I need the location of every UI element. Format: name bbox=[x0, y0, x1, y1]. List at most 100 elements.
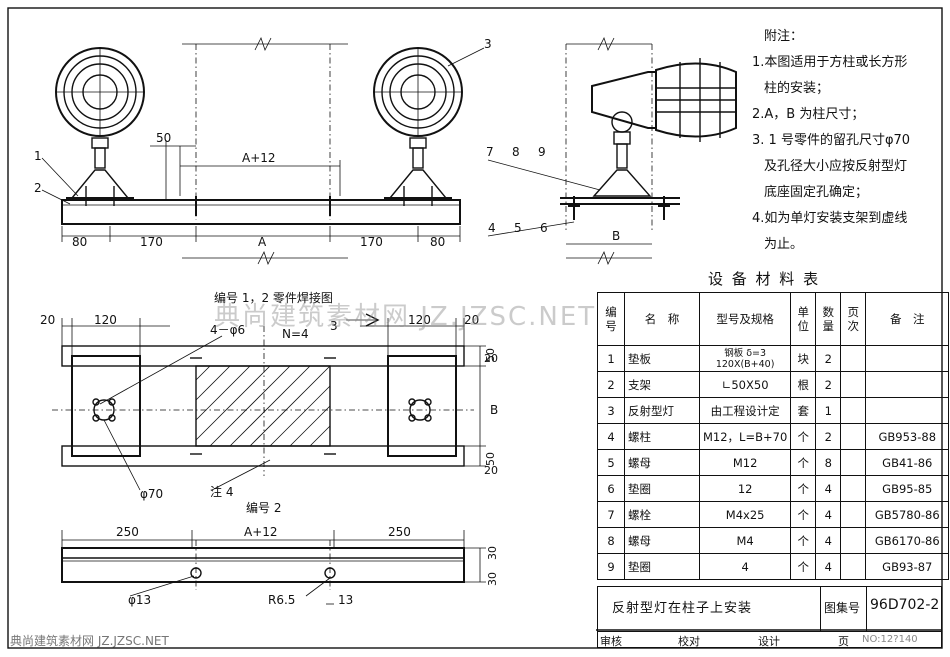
cell-page bbox=[840, 527, 867, 554]
cell-remark bbox=[865, 345, 950, 372]
th-no: 编号 bbox=[597, 292, 625, 346]
cell-spec: ∟50X50 bbox=[698, 371, 792, 398]
cell-no: 1 bbox=[597, 345, 625, 372]
cell-page bbox=[840, 423, 867, 450]
weld-n-label: N=4 bbox=[282, 327, 309, 341]
cell-no: 4 bbox=[597, 423, 625, 450]
callout-8: 8 bbox=[512, 145, 520, 159]
cell-name: 支架 bbox=[624, 371, 700, 398]
cell-unit: 个 bbox=[790, 553, 817, 580]
table-title: 设 备 材 料 表 bbox=[708, 270, 821, 288]
cell-qty: 4 bbox=[815, 501, 842, 528]
cell-name: 垫圈 bbox=[624, 553, 700, 580]
cell-unit: 个 bbox=[790, 475, 817, 502]
cell-spec: 由工程设计定 bbox=[698, 397, 792, 424]
cell-spec: M12 bbox=[698, 449, 792, 476]
cell-remark: GB41-86 bbox=[865, 449, 950, 476]
note-line-6: 底座固定孔确定； bbox=[764, 185, 869, 200]
part2-detail bbox=[61, 530, 486, 605]
weld-dim-r-b: B bbox=[490, 403, 498, 417]
dim-a12: A+12 bbox=[242, 151, 276, 165]
cell-spec: M12，L=B+70 bbox=[698, 423, 792, 450]
dim-front-170-left: 170 bbox=[140, 235, 163, 249]
part2-dim-30b: 30 bbox=[486, 572, 499, 586]
cell-spec: 4 bbox=[698, 553, 792, 580]
table-row: 5 螺母 M12 个 8 GB41-86 bbox=[597, 449, 950, 476]
dim-front-170-right: 170 bbox=[360, 235, 383, 249]
dim-side-b: B bbox=[612, 229, 620, 243]
part2-13: 13 bbox=[338, 593, 353, 607]
part2-dim-30a: 30 bbox=[486, 546, 499, 560]
callout-2: 2 bbox=[34, 181, 42, 195]
cell-name: 螺柱 bbox=[624, 423, 700, 450]
side-view bbox=[487, 36, 737, 266]
notes-block: 附注： 1.本图适用于方柱或长方形 柱的安装； 2.A，B 为柱尺寸； 3. 1… bbox=[752, 24, 910, 258]
page-number: NO:12?140 bbox=[862, 634, 918, 645]
title-block: 反射型灯在柱子上安装 图集号 96D702-2 审核 校对 设计 页 NO:12… bbox=[597, 586, 942, 648]
part2-dim-a12: A+12 bbox=[244, 525, 278, 539]
weld-dim-r-20b: 20 bbox=[484, 464, 498, 477]
note-line-1: 1.本图适用于方柱或长方形 bbox=[752, 55, 908, 70]
cell-qty: 2 bbox=[815, 345, 842, 372]
table-header-row: 编号 名 称 型号及规格 单位 数量 页次 备 注 bbox=[597, 292, 950, 346]
note-line-7: 4.如为单灯安装支架到虚线 bbox=[752, 211, 908, 226]
cell-unit: 个 bbox=[790, 501, 817, 528]
cell-no: 9 bbox=[597, 553, 625, 580]
cell-name: 螺栓 bbox=[624, 501, 700, 528]
cell-remark: GB93-87 bbox=[865, 553, 950, 580]
dim-front-80-right: 80 bbox=[430, 235, 445, 249]
cell-remark bbox=[865, 371, 950, 398]
callout-6: 6 bbox=[540, 221, 548, 235]
callout-9: 9 bbox=[538, 145, 546, 159]
check-label: 校对 bbox=[678, 635, 700, 648]
cell-qty: 8 bbox=[815, 449, 842, 476]
cell-no: 7 bbox=[597, 501, 625, 528]
cell-unit: 块 bbox=[790, 345, 817, 372]
th-spec: 型号及规格 bbox=[698, 292, 792, 346]
dim-front-a: A bbox=[258, 235, 267, 249]
part2-r65: R6.5 bbox=[268, 593, 295, 607]
cell-qty: 4 bbox=[815, 527, 842, 554]
cell-remark: GB6170-86 bbox=[865, 527, 950, 554]
drawing-title: 反射型灯在柱子上安装 bbox=[612, 601, 753, 616]
cell-name: 垫板 bbox=[624, 345, 700, 372]
cell-unit: 个 bbox=[790, 527, 817, 554]
weld-dim-r-50b: 50 bbox=[484, 452, 497, 466]
cell-unit: 根 bbox=[790, 371, 817, 398]
cell-name: 反射型灯 bbox=[624, 397, 700, 424]
weld-dim-120-left: 120 bbox=[94, 313, 117, 327]
cell-no: 8 bbox=[597, 527, 625, 554]
cell-name: 螺母 bbox=[624, 527, 700, 554]
cell-page bbox=[840, 397, 867, 424]
cell-page bbox=[840, 449, 867, 476]
cell-no: 3 bbox=[597, 397, 625, 424]
cell-no: 2 bbox=[597, 371, 625, 398]
weld-title: 编号 1，2 零件焊接图 bbox=[214, 290, 333, 305]
weld-hole-label: 4－φ6 bbox=[210, 323, 245, 337]
part2-dim-250-right: 250 bbox=[388, 525, 411, 539]
cell-qty: 2 bbox=[815, 423, 842, 450]
cell-spec: M4 bbox=[698, 527, 792, 554]
table-row: 2 支架 ∟50X50 根 2 bbox=[597, 371, 950, 398]
notes-title: 附注： bbox=[764, 29, 804, 44]
note-line-3: 2.A，B 为柱尺寸； bbox=[752, 107, 865, 122]
part2-labels: 编号 2 250 A+12 250 30 30 φ13 R6.5 13 bbox=[116, 500, 499, 607]
table-row: 4 螺柱 M12，L=B+70 个 2 GB953-88 bbox=[597, 423, 950, 450]
weld-phi70: φ70 bbox=[140, 487, 163, 501]
design-label: 设计 bbox=[758, 635, 780, 648]
weld-dim-20-right: 20 bbox=[464, 313, 479, 327]
cell-no: 6 bbox=[597, 475, 625, 502]
cell-no: 5 bbox=[597, 449, 625, 476]
note-line-4: 3. 1 号零件的留孔尺寸φ70 bbox=[752, 133, 911, 148]
cell-qty: 2 bbox=[815, 371, 842, 398]
table-row: 1 垫板 钢板 δ=3 120X(B+40) 块 2 bbox=[597, 345, 950, 372]
cell-name: 螺母 bbox=[624, 449, 700, 476]
callout-3: 3 bbox=[484, 37, 492, 51]
cell-remark: GB5780-86 bbox=[865, 501, 950, 528]
note-line-8: 为止。 bbox=[764, 237, 804, 252]
weld-detail bbox=[52, 313, 486, 491]
weld-detail-labels: 编号 1，2 零件焊接图 20 120 120 20 20 50 B 50 20… bbox=[40, 290, 498, 501]
th-unit: 单位 bbox=[790, 292, 817, 346]
table-row: 3 反射型灯 由工程设计定 套 1 bbox=[597, 397, 950, 424]
